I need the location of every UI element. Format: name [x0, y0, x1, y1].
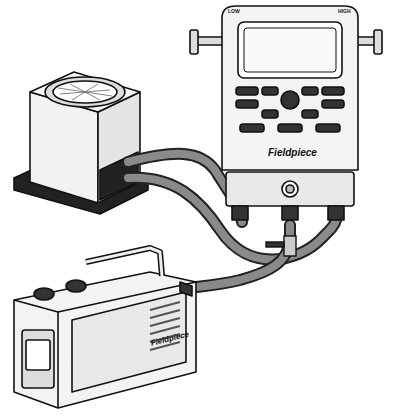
port-label: HIGH: [338, 9, 351, 14]
port-label: LOW: [228, 9, 240, 14]
vacuum-pump: [14, 248, 196, 408]
ball-valve: [266, 236, 296, 256]
condenser-unit: [14, 72, 148, 214]
manifold-gauge: [190, 6, 382, 220]
brand-name: Fieldpiece: [268, 148, 317, 158]
